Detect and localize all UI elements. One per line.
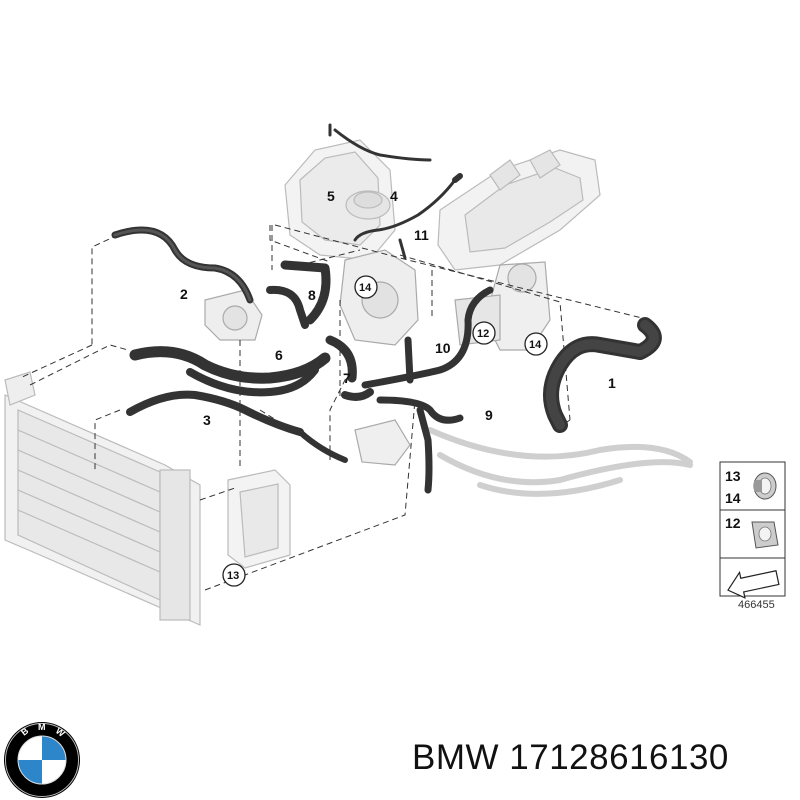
callout-2: 2 xyxy=(180,286,188,302)
clamp-icon xyxy=(753,472,777,500)
callout-14-circle-b: 14 xyxy=(524,332,548,356)
callout-8: 8 xyxy=(308,287,316,303)
intake-manifold xyxy=(437,149,601,271)
svg-text:B: B xyxy=(19,725,31,737)
legend-12: 12 xyxy=(725,515,741,531)
callout-5: 5 xyxy=(327,188,335,204)
callout-13-circle: 13 xyxy=(222,563,246,587)
legend-13: 13 xyxy=(725,468,741,484)
callout-3: 3 xyxy=(203,412,211,428)
coolant-expansion-tank xyxy=(284,139,396,261)
legend: 13 14 12 466455 xyxy=(719,461,786,611)
svg-text:M: M xyxy=(38,722,46,732)
svg-text:12: 12 xyxy=(477,328,489,340)
brand-name: BMW xyxy=(412,738,500,777)
callout-12-circle: 12 xyxy=(472,321,496,345)
callout-7: 7 xyxy=(343,370,351,386)
diagram-reference-number: 466455 xyxy=(738,599,775,611)
hose-clip-icon xyxy=(751,521,779,549)
callout-9: 9 xyxy=(485,407,493,423)
svg-text:14: 14 xyxy=(529,339,542,351)
direction-arrow-icon xyxy=(727,570,780,599)
expansion-tank-left xyxy=(227,469,291,569)
callout-labels: 1 2 3 4 5 6 7 8 9 10 11 14 12 14 13 xyxy=(180,188,616,587)
thermostat-housing xyxy=(339,249,419,346)
callout-6: 6 xyxy=(275,347,283,363)
callout-1: 1 xyxy=(608,375,616,391)
callout-14-circle-a: 14 xyxy=(354,275,378,299)
callout-10: 10 xyxy=(435,340,451,356)
svg-text:14: 14 xyxy=(359,282,372,294)
water-pump xyxy=(204,289,263,341)
callout-4: 4 xyxy=(390,188,398,204)
transmission-cooler-lines xyxy=(427,427,693,497)
part-number: 17128616130 xyxy=(509,738,729,777)
bmw-roundel-icon: B M W xyxy=(4,722,80,798)
legend-14: 14 xyxy=(725,490,741,506)
brand-part-number-caption: BMW 17128616130 xyxy=(412,738,729,778)
coolant-hoses xyxy=(111,123,662,494)
callout-11: 11 xyxy=(414,227,429,243)
radiator xyxy=(4,371,201,626)
svg-text:13: 13 xyxy=(227,570,239,582)
electric-pump xyxy=(354,419,411,466)
